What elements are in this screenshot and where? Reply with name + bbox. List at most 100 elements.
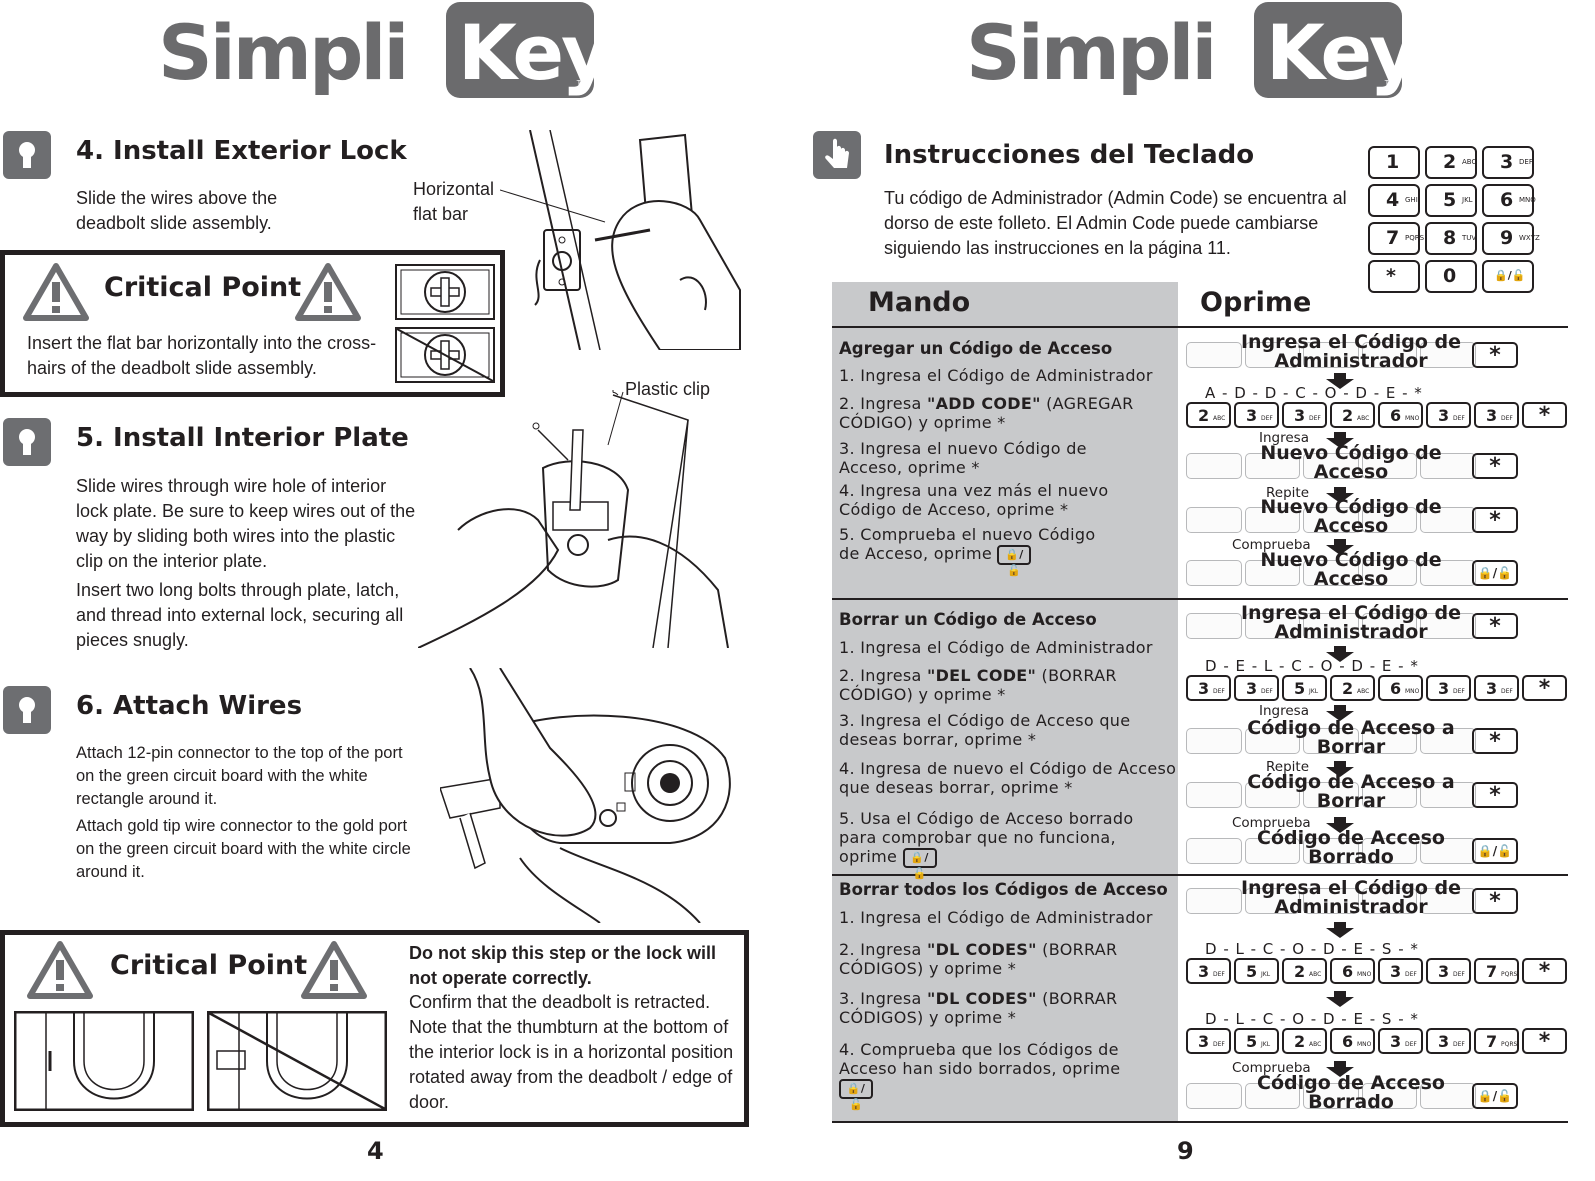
section-5-body-2: Insert two long bolts through plate, lat… [76,580,404,650]
del-step-1: 1. Ingresa el Código de Administrador [839,638,1153,657]
keypad-key: 🔒/🔓 [1482,260,1534,293]
critical-point-bold-2: Do not skip this step or the lock will n… [409,943,717,988]
section-4-body: Slide the wires above the deadbolt slide… [76,188,278,233]
warning-icon [301,941,367,999]
logo-left: Simpli Key TM [158,2,611,98]
section-6-title: 6. Attach Wires [76,691,303,721]
sequence-letters: D - L - C - O - D - E - S - * [1205,1010,1419,1028]
sequence-letters: D - E - L - C - O - D - E - * [1205,657,1419,675]
star-key: * [1472,507,1518,533]
display-label: Nuevo Código de Acceso [1260,496,1442,537]
keypad-instructions-title: Instrucciones del Teclado [884,140,1255,170]
hand-touch-icon [813,131,861,179]
page-number-left: 4 [367,1137,384,1165]
attach-wires-illustration [440,668,731,923]
down-arrow-icon [1326,487,1354,503]
down-arrow-icon [1326,539,1354,555]
step-tag: Comprueba [1232,537,1311,553]
section-5-body-1: Slide wires through wire hole of interio… [76,476,416,571]
critical-point-body-2: Confirm that the deadbolt is retracted. … [409,992,734,1112]
delall-step-4: 4. Comprueba que los Códigos de Acceso h… [839,1040,1121,1111]
down-arrow-icon [1326,817,1354,833]
display-label: Ingresa el Código de Administrador [1240,602,1462,643]
critical-point-box-2 [0,930,749,1127]
star-key: * [1472,888,1518,914]
down-arrow-icon [1326,991,1354,1007]
step-tag: Ingresa [1259,430,1309,446]
thumbturn-correct-illustration [14,1011,194,1111]
keyhole-icon [3,131,51,179]
column-header-mando: Mando [868,287,971,318]
table-divider [832,326,1568,328]
sequence-star-key: * [1522,675,1567,701]
exterior-lock-illustration [500,130,741,350]
add-step-1: 1. Ingresa el Código de Administrador [839,366,1153,385]
lcd-display [1186,838,1476,864]
table-divider [832,598,1568,600]
lock-key: 🔒/🔓 [1472,560,1518,586]
star-key: * [1472,782,1518,808]
lcd-display [1186,782,1476,808]
lcd-display [1186,342,1476,368]
display-label: Código de Acceso a Borrar [1247,771,1455,812]
warning-icon [27,941,93,999]
down-arrow-icon [1326,432,1354,448]
add-step-3: 3. Ingresa el nuevo Código de Acceso, op… [839,439,1087,477]
lock-unlock-icon: 🔒/🔓 [902,847,937,880]
interior-plate-illustration [418,390,729,648]
down-arrow-icon [1326,705,1354,721]
display-label: Código de Acceso Borrado [1257,827,1445,868]
lcd-display [1186,507,1476,533]
warning-icon [295,263,361,321]
command-column-bg [832,282,1178,1122]
down-arrow-icon [1326,646,1354,662]
lcd-display [1186,1083,1476,1109]
sequence-star-key: * [1522,1028,1567,1054]
add-step-4: 4. Ingresa una vez más el nuevo Código d… [839,481,1109,519]
display-label: Código de Acceso Borrado [1257,1072,1445,1113]
critical-point-title-1: Critical Point [104,272,302,303]
del-step-4: 4. Ingresa de nuevo el Código de Acceso … [839,759,1177,797]
label-horizontal-flat-bar: Horizontal flat bar [413,179,495,224]
critical-point-title-2: Critical Point [110,950,308,981]
keypad-key: 1 [1368,146,1420,179]
star-key: * [1472,342,1518,368]
column-header-oprime: Oprime [1200,287,1312,318]
del-code-title: Borrar un Código de Acceso [839,610,1097,629]
table-divider [832,874,1568,876]
star-key: * [1472,728,1518,754]
delete-all-title: Borrar todos los Códigos de Acceso [839,880,1168,899]
sequence-star-key: * [1522,958,1567,984]
down-arrow-icon [1326,761,1354,777]
down-arrow-icon [1326,1061,1354,1077]
step-tag: Comprueba [1232,815,1311,831]
display-label: Ingresa el Código de Administrador [1240,331,1462,372]
keyhole-icon [3,686,51,734]
step-tag: Ingresa [1259,703,1309,719]
sequence-letters: A - D - D - C - O - D - E - * [1205,384,1423,402]
display-label: Ingresa el Código de Administrador [1240,877,1462,918]
page-number-right: 9 [1177,1137,1194,1165]
crosshair-incorrect-illustration [395,327,495,383]
keyhole-icon [3,418,51,466]
section-4-title: 4. Install Exterior Lock [76,136,407,166]
